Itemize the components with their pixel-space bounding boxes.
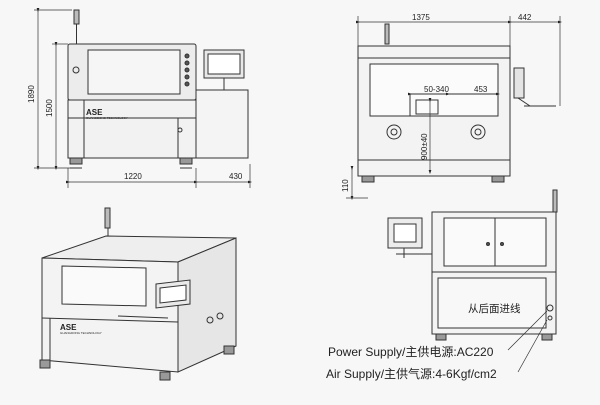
- front-window: [87, 49, 181, 95]
- side-entry-note: 从后面进线: [468, 302, 521, 315]
- rear-window: [369, 63, 499, 117]
- air-supply-label: Air Supply/主供气源:4-6Kgf/cm2: [326, 366, 497, 381]
- side-leaders: [507, 310, 548, 373]
- iso-foot-left: [39, 359, 51, 369]
- rear-foot-right: [491, 175, 505, 183]
- front-body: [67, 99, 197, 159]
- front-height-total: 1890: [27, 85, 36, 103]
- rear-monitor: [513, 67, 525, 99]
- side-signal-tower: [552, 189, 558, 213]
- rear-signal-tower: [384, 23, 390, 45]
- iso-logo: ASE: [60, 323, 77, 332]
- rear-view: [357, 23, 556, 183]
- front-logo: ASE: [86, 108, 103, 117]
- rear-fan-right: [470, 124, 486, 140]
- side-view: [387, 189, 558, 341]
- front-side-table: [195, 89, 249, 159]
- iso-side-face: [177, 237, 237, 373]
- rear-side: 442: [518, 13, 532, 22]
- front-side-depth: 430: [229, 172, 243, 181]
- iso-window: [61, 265, 147, 307]
- front-foot-left: [69, 157, 83, 165]
- front-width: 1220: [124, 172, 142, 181]
- front-logo-subtitle: GUANGDONG TECHNOLOGY: [86, 116, 128, 120]
- rear-dim-453: 453: [474, 85, 488, 94]
- front-control-buttons: [184, 53, 190, 87]
- rear-fan-left: [386, 124, 402, 140]
- front-height-body: 1500: [45, 99, 54, 117]
- air-inlet: [547, 315, 553, 321]
- front-dimensions: [34, 7, 253, 188]
- rear-width: 1375: [412, 13, 430, 22]
- iso-foot-right: [223, 345, 235, 355]
- rear-base-height: 110: [341, 179, 350, 192]
- rear-range-x: 50-340: [424, 85, 449, 94]
- iso-signal-tower: [104, 207, 111, 229]
- front-foot-right: [179, 157, 193, 165]
- side-foot-right: [541, 333, 553, 341]
- power-supply-label: Power Supply/主供电源:AC220: [328, 345, 494, 359]
- rear-range-z: 900±40: [420, 133, 429, 160]
- side-foot-left: [435, 333, 447, 341]
- iso-foot-front: [159, 371, 171, 381]
- iso-view: [39, 207, 237, 381]
- rear-dimensions: [346, 16, 563, 201]
- power-inlet: [546, 304, 554, 312]
- front-view: [67, 9, 249, 169]
- rear-foot-left: [361, 175, 375, 183]
- signal-tower: [73, 9, 80, 25]
- iso-logo-subtitle: GUANGDONG TECHNOLOGY: [60, 331, 102, 335]
